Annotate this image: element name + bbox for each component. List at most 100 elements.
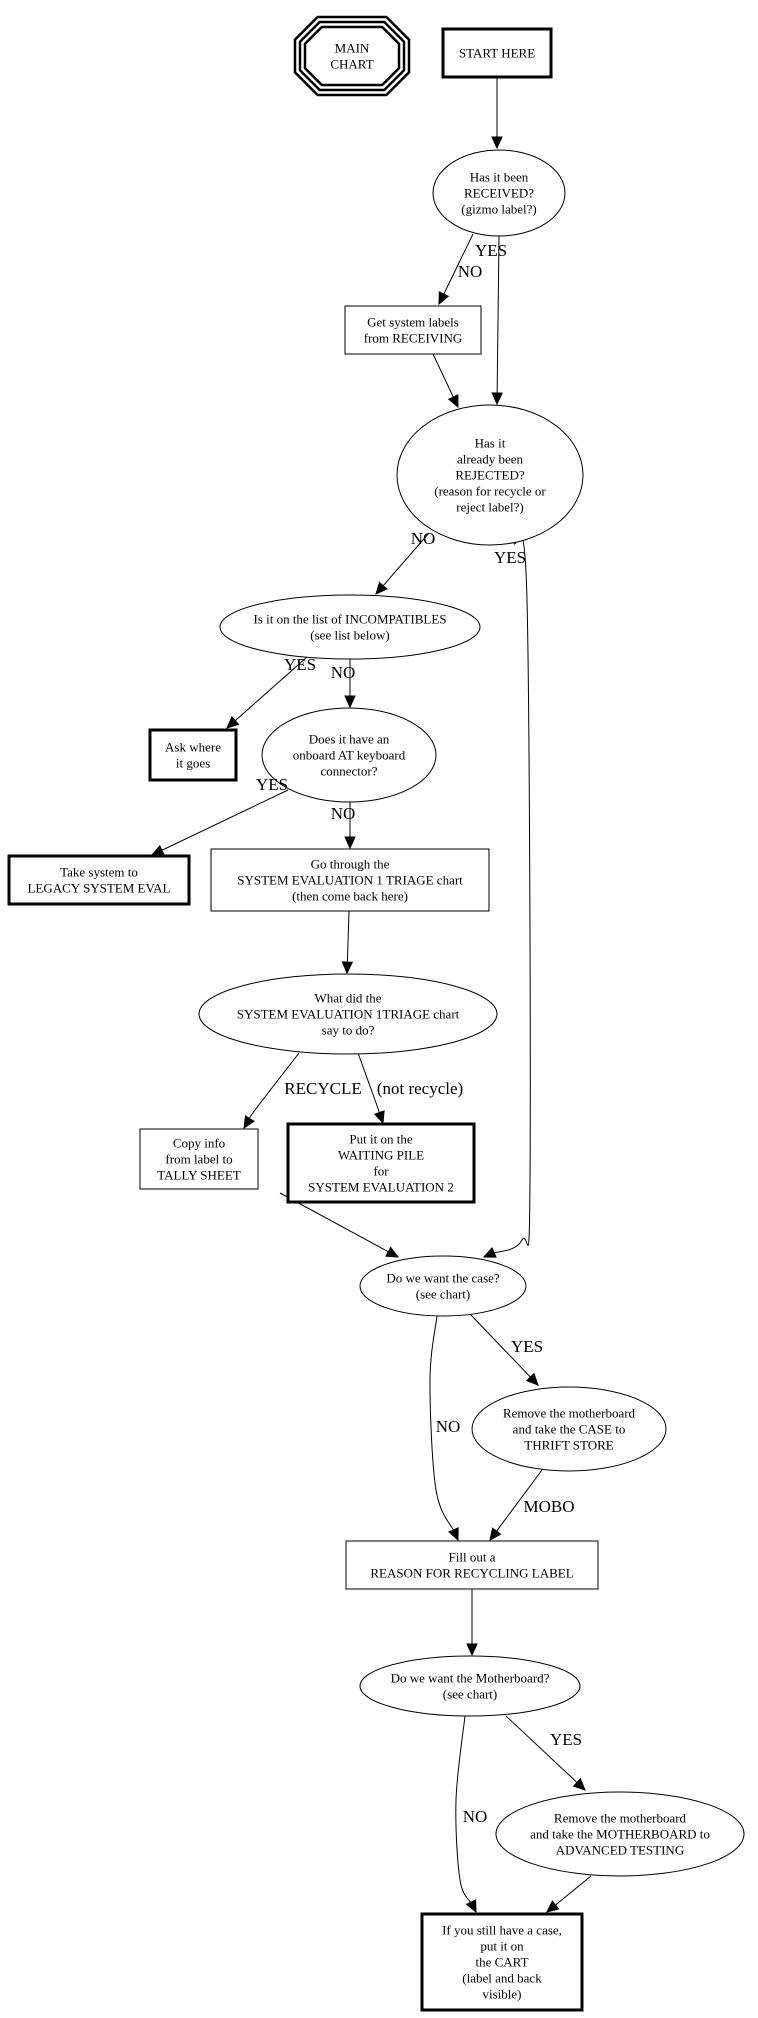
- bold-box-shape: [286, 1122, 476, 1204]
- node-label-line: REASON FOR RECYCLING LABEL: [370, 1566, 573, 1581]
- node-label-line: REJECTED?: [455, 468, 525, 483]
- node-label-line: Has it been: [470, 170, 529, 185]
- node-label-line: (see chart): [443, 1687, 498, 1702]
- edge-want-mobo-to-cart: [455, 1715, 477, 1914]
- octagon-ring: [298, 20, 406, 92]
- octagon-ring: [293, 15, 411, 97]
- edge-line: [455, 1715, 473, 1905]
- edge-line: [496, 235, 500, 396]
- arrowhead-icon: [466, 1643, 478, 1657]
- node-label-line: (gizmo label?): [461, 202, 536, 217]
- node-label-line: Take system to: [60, 865, 138, 880]
- node-label-line: SYSTEM EVALUATION 2: [308, 1180, 454, 1195]
- node-label-line: Remove the motherboard: [554, 1811, 687, 1826]
- bold-box-shape: [420, 1912, 584, 2012]
- edge-line: [159, 789, 289, 852]
- edge-label: NO: [458, 262, 483, 281]
- node-label-line: CHART: [330, 57, 373, 72]
- edge-triage-result-to-copy-info: [243, 1052, 300, 1130]
- edge-incompatibles-to-ask-where: [226, 656, 308, 729]
- ellipse-shape: [432, 149, 566, 237]
- node-label-line: onboard AT keyboard: [293, 748, 406, 763]
- node-label-line: put it on: [480, 1939, 524, 1954]
- edge-triage-chart-to-triage-result: [341, 910, 354, 975]
- edge-label: RECYCLE: [284, 1079, 361, 1098]
- node-label-line: say to do?: [322, 1023, 375, 1038]
- node-label-line: (see chart): [416, 1287, 471, 1302]
- edge-label: NO: [331, 663, 356, 682]
- node-label-line: and take the CASE to: [513, 1422, 626, 1437]
- node-label-line: SYSTEM EVALUATION 1TRIAGE chart: [237, 1007, 460, 1022]
- arrowhead-icon: [572, 1777, 586, 1791]
- node-label-line: from label to: [165, 1152, 232, 1167]
- node-label-line: Put it on the: [349, 1132, 412, 1147]
- ellipse-shape: [359, 1655, 581, 1717]
- ellipse-shape: [219, 594, 481, 660]
- arrowhead-icon: [491, 392, 503, 406]
- bold-box-shape: [441, 27, 553, 79]
- node-label-line: Ask where: [165, 740, 221, 755]
- node-label-line: Remove the motherboard: [503, 1406, 636, 1421]
- edge-triage-result-to-waiting-pile: [357, 1052, 385, 1125]
- bold-box-shape: [7, 854, 191, 906]
- node-label-line: Does it have an: [309, 732, 390, 747]
- edge-advanced-testing-to-cart: [546, 1875, 592, 1913]
- edge-incompatibles-to-at-keyboard: [344, 659, 356, 709]
- edge-label: YES: [284, 655, 316, 674]
- edge-received-to-get-labels: [438, 233, 474, 306]
- node-label-line: (label and back: [462, 1971, 542, 1986]
- arrowhead-icon: [344, 695, 356, 709]
- node-label-line: RECEIVED?: [464, 186, 534, 201]
- edge-line: [442, 233, 474, 297]
- node-label-line: If you still have a case,: [442, 1923, 562, 1938]
- ellipse-shape: [261, 707, 437, 803]
- arrowhead-icon: [344, 836, 356, 850]
- node-label-line: already been: [457, 452, 524, 467]
- node-want-case: Do we want the case?(see chart): [359, 1255, 527, 1317]
- ellipse-shape: [359, 1255, 527, 1317]
- edge-recycling-label-to-want-mobo: [466, 1589, 478, 1657]
- node-label-line: (then come back here): [292, 889, 408, 904]
- edge-rejected-to-incompatibles: [375, 532, 430, 595]
- edges-layer: [150, 77, 592, 1914]
- node-start-here: START HERE: [441, 27, 553, 79]
- edge-at-keyboard-to-triage-chart: [344, 802, 356, 850]
- edge-want-mobo-to-advanced-testing: [505, 1715, 586, 1791]
- arrowhead-icon: [385, 1246, 400, 1258]
- node-label-line: Get system labels: [367, 315, 459, 330]
- node-want-mobo: Do we want the Motherboard?(see chart): [359, 1655, 581, 1717]
- edge-label: NO: [436, 1417, 461, 1436]
- node-label-line: MAIN: [335, 41, 370, 56]
- edge-line: [346, 910, 350, 965]
- node-label-line: (reason for recycle or: [434, 484, 546, 499]
- node-label-line: reject label?): [456, 500, 523, 515]
- arrowhead-icon: [491, 136, 503, 150]
- node-label-line: Fill out a: [449, 1550, 496, 1565]
- node-label-line: WAITING PILE: [338, 1148, 424, 1163]
- arrowhead-icon: [546, 1900, 560, 1913]
- edge-thrift-store-to-recycling-label: [489, 1469, 543, 1541]
- node-label-line: Has it: [475, 436, 506, 451]
- arrowhead-icon: [438, 291, 450, 306]
- edge-want-case-to-thrift-store: [469, 1313, 539, 1386]
- bold-box-shape: [148, 728, 238, 782]
- edge-label: MOBO: [523, 1497, 574, 1516]
- node-label-line: ADVANCED TESTING: [556, 1843, 684, 1858]
- edge-label: YES: [256, 775, 288, 794]
- node-label-line: What did the: [314, 991, 381, 1006]
- edge-label: NO: [463, 1807, 488, 1826]
- edge-at-keyboard-to-legacy-eval: [150, 789, 289, 856]
